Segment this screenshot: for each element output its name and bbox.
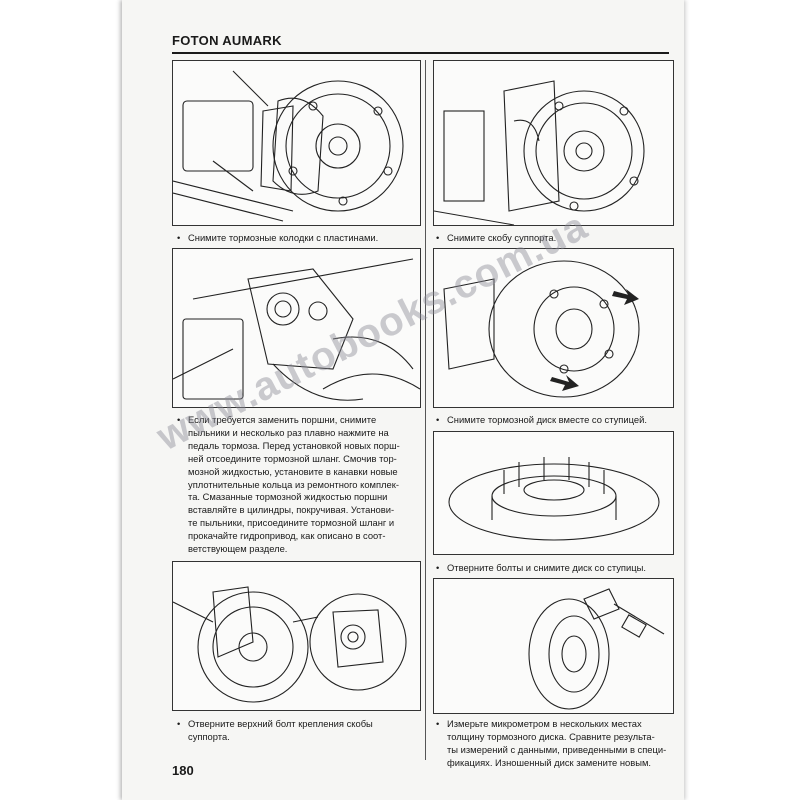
brake-pad-illustration: [173, 70, 404, 222]
page-number: 180: [172, 763, 194, 778]
caption-right-3: •Отверните болты и снимите диск со ступи…: [436, 562, 646, 573]
caliper-bracket-illustration: [434, 80, 645, 225]
micrometer-illustration: [528, 588, 665, 710]
figure-micrometer-measure: [433, 578, 674, 714]
caption-right-2: •Снимите тормозной диск вместе со ступиц…: [436, 414, 647, 425]
figure-caliper-bracket: [433, 60, 674, 226]
figure-caliper-pistons: [172, 248, 421, 408]
disc-hub-illustration: [443, 260, 640, 398]
column-divider: [425, 60, 426, 760]
figure-disc-from-hub: [433, 431, 674, 555]
header-rule: [172, 52, 669, 54]
caption-left-2: •Если требуется заменить поршни, снимите…: [177, 414, 400, 555]
caliper-bolt-illustration: [173, 586, 407, 703]
arrow-icon: [550, 375, 579, 391]
caliper-pistons-illustration: [173, 258, 420, 401]
caption-left-3: •Отверните верхний болт крепления скобы …: [177, 718, 373, 742]
caption-right-4: •Измерьте микрометром в нескольких места…: [436, 718, 667, 768]
caption-right-1: •Снимите скобу суппорта.: [436, 232, 557, 243]
page-header-title: FOTON AUMARK: [172, 33, 282, 48]
arrow-icon: [612, 289, 639, 305]
caption-left-1: •Снимите тормозные колодки с пластинами.: [177, 232, 379, 243]
figure-brake-pads-removal: [172, 60, 421, 226]
figure-disc-hub-removal: [433, 248, 674, 408]
disc-from-hub-illustration: [448, 457, 660, 541]
figure-caliper-bolt: [172, 561, 421, 711]
